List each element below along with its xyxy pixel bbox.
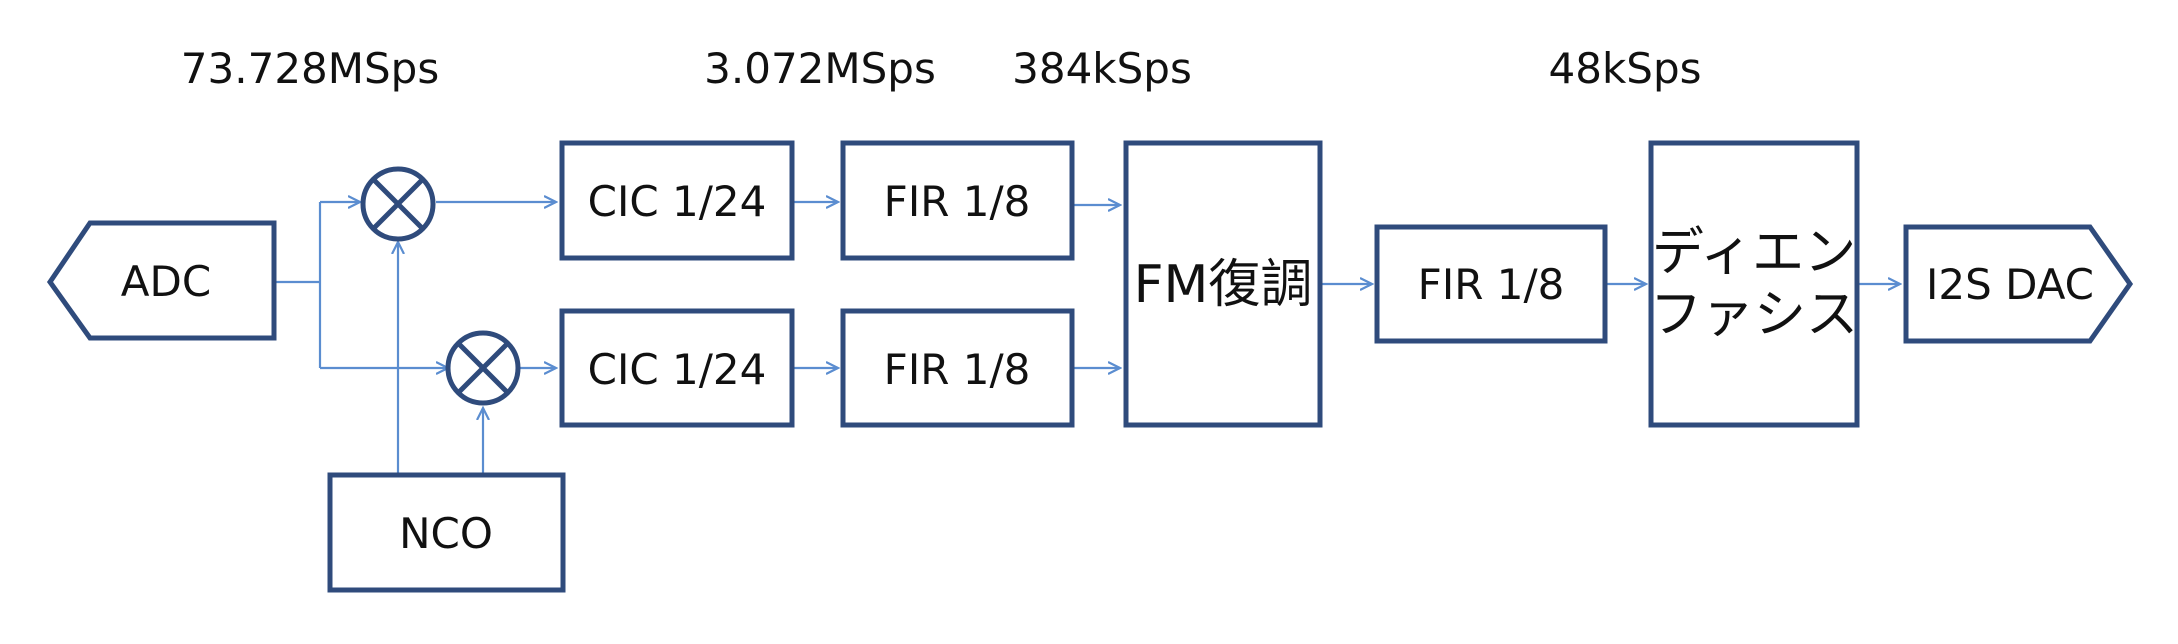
sample-rate-input: 73.728MSps	[181, 44, 439, 93]
fm-demod-block: FM復調	[1123, 140, 1323, 428]
fm-demod-label: FM復調	[1134, 255, 1313, 315]
cic-lower-block: CIC 1/24	[559, 308, 795, 428]
nco-label: NCO	[399, 509, 493, 558]
cic-upper-block: CIC 1/24	[559, 140, 795, 261]
lower-mixer	[445, 330, 521, 406]
adc-block: ADC	[46, 220, 277, 341]
cic-upper-label: CIC 1/24	[588, 177, 767, 226]
deemphasis-label-line2: ファシス	[1650, 285, 1858, 345]
fir-lower-block: FIR 1/8	[840, 308, 1075, 428]
i2s-dac-label: I2S DAC	[1926, 260, 2094, 309]
deemphasis-block: ディエン ファシス	[1648, 140, 1860, 428]
sample-rate-after-cic: 3.072MSps	[704, 44, 936, 93]
fir-post-block: FIR 1/8	[1374, 224, 1608, 344]
nco-block: NCO	[327, 472, 566, 593]
deemphasis-label-line1: ディエン	[1652, 223, 1856, 283]
cic-lower-label: CIC 1/24	[588, 345, 767, 394]
fir-upper-block: FIR 1/8	[840, 140, 1075, 261]
adc-label: ADC	[121, 257, 211, 306]
sample-rate-after-fir: 384kSps	[1012, 44, 1192, 93]
upper-mixer	[360, 166, 436, 242]
i2s-dac-block: I2S DAC	[1903, 224, 2134, 344]
sample-rate-output: 48kSps	[1549, 44, 1702, 93]
fir-upper-label: FIR 1/8	[884, 177, 1031, 226]
signal-wires	[274, 202, 1900, 475]
fir-post-label: FIR 1/8	[1418, 260, 1565, 309]
fir-lower-label: FIR 1/8	[884, 345, 1031, 394]
